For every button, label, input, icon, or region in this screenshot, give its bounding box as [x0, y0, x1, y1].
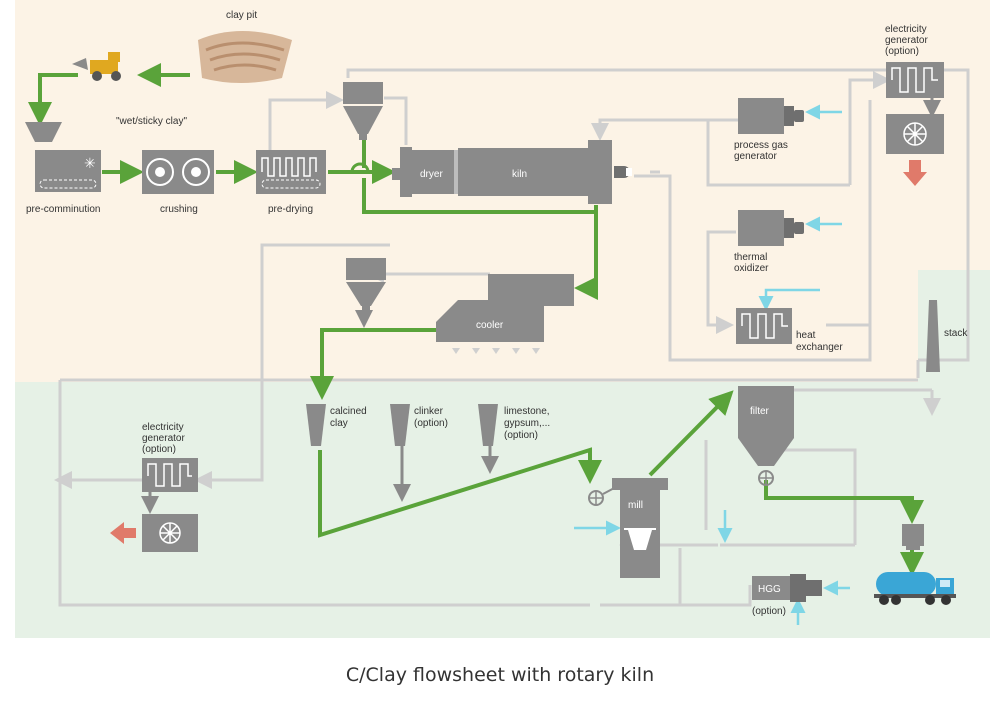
process-gas-generator-unit: [738, 98, 804, 134]
hgg-label: HGG: [758, 584, 781, 595]
dryer-label: dryer: [420, 169, 443, 180]
clay-flowsheet-diagram: clay pit "wet/sticky clay" ✳ pre-comminu…: [15, 0, 990, 638]
clay-pit-label: clay pit: [226, 10, 257, 21]
electricity-generator-top-unit: [886, 62, 944, 186]
wheel-loader-icon: [72, 52, 121, 81]
process-gas-generator-label-1: process gas: [734, 140, 788, 151]
cooler-label: cooler: [476, 320, 504, 331]
electricity-generator-top-label-3: (option): [885, 46, 919, 57]
gas-flow-lines: [54, 68, 970, 607]
fan-icon: [159, 522, 181, 544]
filter-unit: [738, 386, 794, 486]
cyclone-upper: [343, 82, 383, 140]
cooler-unit: [436, 274, 574, 354]
calcined-clay-label-1: calcined: [330, 406, 367, 417]
tanker-truck-icon: [874, 572, 956, 605]
clinker-label-2: (option): [414, 418, 448, 429]
filter-label: filter: [750, 406, 770, 417]
pre-comminution-label: pre-comminution: [26, 204, 100, 215]
thermal-oxidizer-label-1: thermal: [734, 252, 767, 263]
hgg-unit: [752, 574, 822, 602]
electricity-generator-top-label-1: electricity: [885, 24, 927, 35]
crushing-label: crushing: [160, 204, 198, 215]
limestone-label-1: limestone,: [504, 406, 550, 417]
mill-label: mill: [628, 500, 643, 511]
silo-calcined-clay: [306, 404, 326, 446]
figure-caption: C/Clay flowsheet with rotary kiln: [345, 664, 655, 686]
clinker-label-1: clinker: [414, 406, 444, 417]
clay-pit-icon: [198, 31, 292, 83]
crusher-icon: ✳: [84, 156, 96, 172]
pre-drying-label: pre-drying: [268, 204, 313, 215]
stack-label: stack: [944, 328, 968, 339]
stack-unit: [926, 300, 940, 372]
heat-output-arrow-bottom: [110, 522, 136, 544]
cyclone-lower: [346, 258, 386, 312]
hgg-option-label: (option): [752, 606, 786, 617]
discharge-silo: [902, 524, 924, 550]
calcined-clay-label-2: clay: [330, 418, 348, 429]
process-gas-generator-label-2: generator: [734, 151, 777, 162]
crushing-unit: [142, 150, 214, 194]
electricity-generator-bottom-label-3: (option): [142, 444, 176, 455]
material-flow-lines: [28, 63, 924, 576]
limestone-label-2: gypsum,...: [504, 418, 550, 429]
mill-unit: [588, 478, 668, 578]
pre-drying-unit: [256, 150, 326, 194]
heat-output-arrow-top: [903, 160, 927, 186]
pre-comminution-unit: ✳: [25, 122, 101, 192]
heater-coil-icon: [261, 157, 317, 177]
electricity-generator-bottom-label-1: electricity: [142, 422, 184, 433]
dryer-kiln-unit: [392, 140, 632, 204]
electricity-generator-bottom-label-2: generator: [142, 433, 185, 444]
fan-icon: [903, 122, 927, 146]
silo-clinker: [390, 404, 410, 446]
heat-exchanger-unit: [736, 308, 792, 344]
thermal-oxidizer-unit: [738, 210, 804, 246]
heat-exchanger-label-2: exchanger: [796, 342, 843, 353]
silo-limestone: [478, 404, 498, 446]
wet-sticky-clay-label: "wet/sticky clay": [116, 116, 187, 127]
water-flow-lines: [574, 104, 850, 625]
kiln-label: kiln: [512, 169, 527, 180]
thermal-oxidizer-label-2: oxidizer: [734, 263, 769, 274]
crossover-hop: [350, 162, 370, 173]
electricity-generator-bottom-unit: [110, 458, 198, 552]
heat-exchanger-label-1: heat: [796, 330, 816, 341]
limestone-label-3: (option): [504, 430, 538, 441]
electricity-generator-top-label-2: generator: [885, 35, 928, 46]
